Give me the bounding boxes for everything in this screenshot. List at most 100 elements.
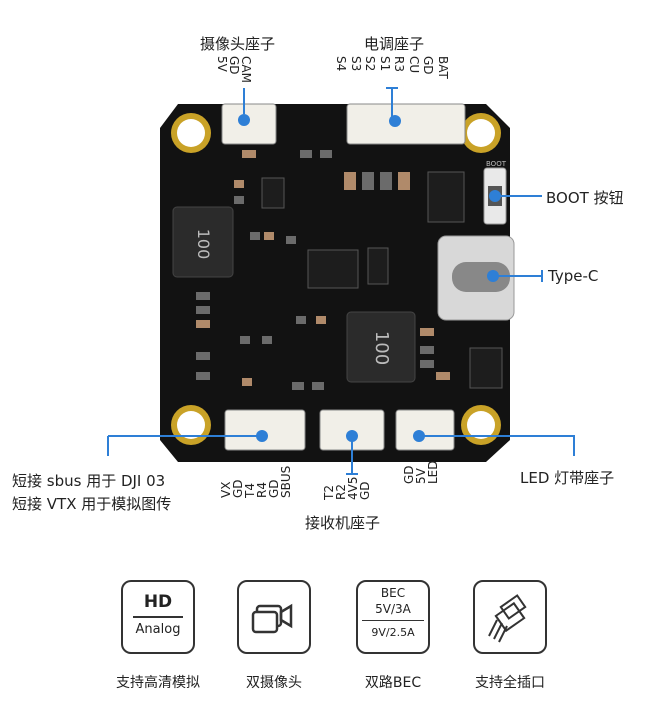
pin-label: S1 [377, 56, 392, 72]
passive-component [196, 372, 210, 380]
passive-component [196, 292, 210, 300]
plug-glyph [488, 594, 527, 643]
led-callout-line [420, 435, 575, 456]
passive-components [196, 150, 450, 390]
led-connector [395, 409, 455, 451]
typec-callout-dot [487, 270, 499, 282]
pin-label: R3 [392, 56, 406, 72]
pin-label: S2 [363, 56, 377, 72]
mounting-hole-bottom-right [461, 405, 501, 445]
esc-header-label: 电调座子 [364, 35, 425, 53]
passive-component [250, 232, 260, 240]
pin-label: SBUS [279, 465, 293, 498]
passive-component [420, 328, 434, 336]
feature-caption: 支持高清模拟 [116, 675, 200, 691]
passive-component [242, 378, 252, 386]
mounting-hole-top-right [461, 113, 501, 153]
hd-text: HD [143, 592, 173, 612]
feature-full-plug: 支持全插口 [455, 580, 565, 692]
pin-label: S4 [334, 56, 348, 72]
passive-component [262, 336, 272, 344]
passive-component [234, 196, 244, 204]
pin-label: GD [421, 56, 435, 75]
bec-line-5v: 5V/3A [375, 602, 411, 616]
passive-component [398, 172, 410, 190]
passive-component [296, 316, 306, 324]
chip-marking-right: 100 [371, 331, 392, 365]
regulator-chip [427, 171, 465, 223]
short-note-1: 短接 sbus 用于 DJI 03 [12, 472, 166, 490]
pin-label: S3 [348, 56, 363, 72]
inductor-right [346, 311, 416, 383]
mounting-hole-bottom-left [171, 405, 211, 445]
passive-component [312, 382, 324, 390]
passive-component [380, 172, 392, 190]
rx-callout-line [346, 436, 358, 475]
cam-header-label: 摄像头座子 [200, 35, 276, 53]
small-chip-2 [367, 247, 389, 285]
small-chip-3 [469, 347, 503, 389]
pin-label: LED [426, 460, 440, 484]
feature-caption: 支持全插口 [475, 675, 545, 691]
pin-label: CU [406, 56, 421, 74]
passive-component [292, 382, 304, 390]
boot-button-label: BOOT 按钮 [546, 189, 624, 207]
inductor-left [172, 206, 234, 278]
bec-title: BEC [380, 586, 406, 600]
passive-component [196, 320, 210, 328]
usb-c-opening [452, 262, 510, 292]
short-note-2: 短接 VTX 用于模拟图传 [12, 495, 172, 513]
passive-component [362, 172, 374, 190]
bec-icon: BEC 5V/3A 9V/2.5A [356, 580, 430, 654]
left-callout-dot [256, 430, 268, 442]
cam-connector [221, 103, 277, 145]
feature-caption: 双路BEC [364, 675, 422, 691]
rx-header-label: 接收机座子 [305, 514, 381, 532]
pin-label: CAM [239, 56, 253, 83]
mounting-hole-top-left [171, 113, 211, 153]
feature-dual-camera: 双摄像头 [219, 580, 329, 692]
passive-component [300, 150, 312, 158]
small-chip-1 [261, 177, 285, 209]
feature-bec: BEC 5V/3A 9V/2.5A 双路BEC [338, 580, 448, 692]
boot-silkscreen: BOOT [486, 160, 507, 168]
passive-component [344, 172, 356, 190]
passive-component [436, 372, 450, 380]
passive-component [196, 306, 210, 314]
analog-text: Analog [135, 622, 181, 637]
dual-camera-icon [237, 580, 311, 654]
esc-callout-line [386, 87, 398, 118]
board-diagram: 100 100 BOOT [107, 87, 575, 475]
bec-divider [362, 620, 424, 621]
passive-component [264, 232, 274, 240]
feature-hd-analog: HD Analog 支持高清模拟 [103, 580, 213, 692]
left-connector [224, 409, 306, 451]
pin-label: BAT [435, 56, 450, 79]
passive-component [286, 236, 296, 244]
passive-component [242, 150, 256, 158]
passive-component [420, 346, 434, 354]
hd-analog-icon: HD Analog [121, 580, 195, 654]
passive-component [196, 352, 210, 360]
type-c-label: Type-C [548, 267, 599, 285]
passive-component [420, 360, 434, 368]
chip-marking-left: 100 [194, 229, 213, 260]
esc-callout-dot [389, 115, 401, 127]
hd-divider [133, 616, 183, 618]
full-plug-icon [473, 580, 547, 654]
passive-component [320, 150, 332, 158]
led-callout-dot [413, 430, 425, 442]
passive-component [316, 316, 326, 324]
bec-line-9v: 9V/2.5A [371, 626, 415, 639]
passive-component [234, 180, 244, 188]
pin-label: GD [358, 481, 372, 500]
mcu-chip [307, 249, 359, 289]
camera-glyph [251, 603, 293, 634]
feature-caption: 双摄像头 [246, 675, 302, 691]
boot-callout-dot [489, 190, 501, 202]
left-callout-line [107, 435, 258, 456]
rx-callout-dot [346, 430, 358, 442]
passive-component [240, 336, 250, 344]
cam-callout-dot [238, 114, 250, 126]
led-header-label: LED 灯带座子 [520, 469, 615, 487]
